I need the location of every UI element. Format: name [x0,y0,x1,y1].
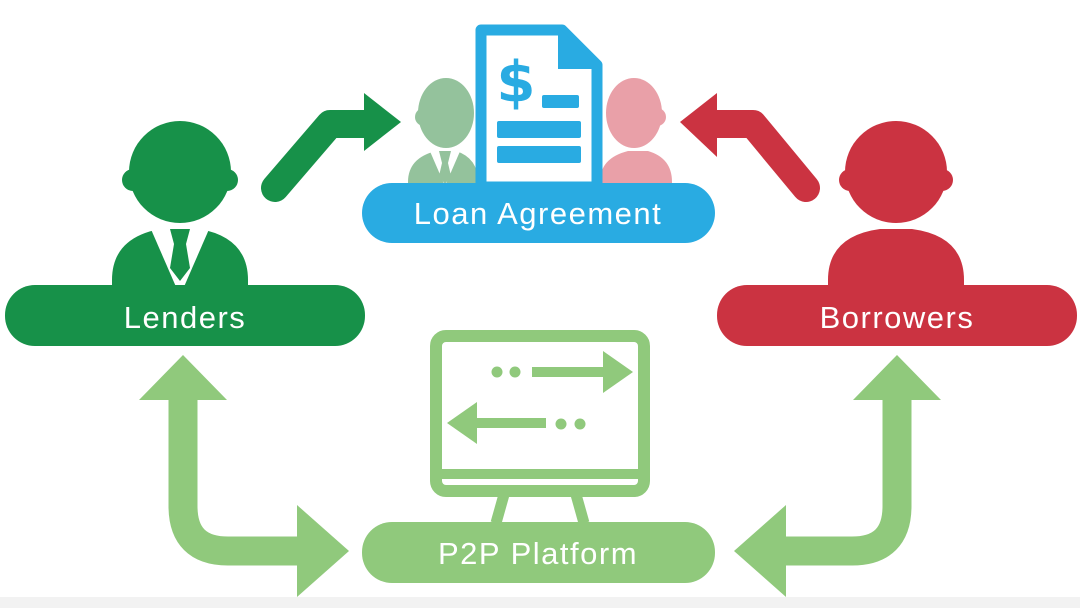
tie [170,229,190,281]
borrowers-to-agreement-arrow-icon [680,93,820,202]
loan-agreement-node: Loan Agreement [362,183,715,243]
transfer-right-arrow-icon [491,351,633,393]
transfer-left-arrow-icon [447,402,586,444]
p2p-platform-label: P2P Platform [438,536,638,571]
p2p-platform-pill [362,522,715,583]
lenders-label: Lenders [124,300,247,335]
lenders-to-agreement-arrow-icon [261,93,401,202]
loan-document-icon: $ [475,24,603,193]
lender-person-icon [112,121,248,296]
lenders-node: Lenders [5,121,365,346]
loan-agreement-pill [362,183,715,243]
borrowers-pill [717,285,1077,346]
document-line-2 [497,146,581,163]
lender-shadow-person-icon [408,78,478,192]
platform-lenders-elbow-arrow-icon [139,355,349,597]
p2p-platform-node: P2P Platform [362,522,715,583]
borrowers-label: Borrowers [820,300,975,335]
folded-corner [558,27,600,69]
lenders-pill [5,285,365,346]
loan-agreement-label: Loan Agreement [414,196,663,231]
borrowers-node: Borrowers [717,121,1077,346]
dollar-icon: $ [497,50,536,115]
document-line-1 [497,121,581,138]
platform-borrowers-elbow-arrow-icon [734,355,941,597]
monitor-icon [430,330,650,525]
borrower-person-icon [828,121,964,296]
document-line-short [542,95,579,108]
borrower-shadow-person-icon [600,78,672,192]
bottom-edge-shade [0,597,1080,608]
